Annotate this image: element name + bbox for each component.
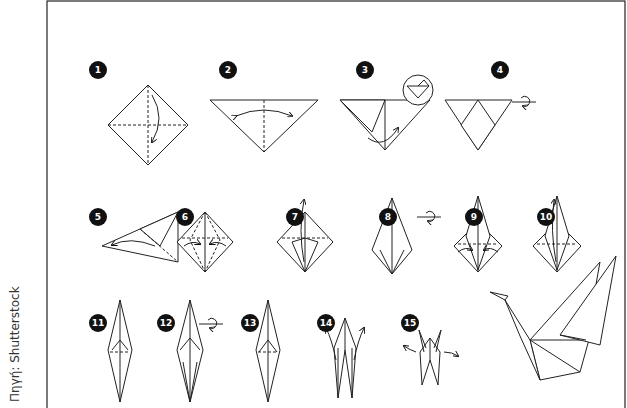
step-number: 6 xyxy=(176,208,194,226)
step-number: 10 xyxy=(537,208,555,226)
step-1-figure xyxy=(108,85,188,165)
step-number: 15 xyxy=(401,314,419,332)
step-9-figure xyxy=(454,196,502,272)
step-8-figure xyxy=(372,198,441,274)
step-7-figure xyxy=(277,200,333,272)
step-3-figure xyxy=(340,75,433,150)
step-13-figure xyxy=(256,300,280,402)
step-4-figure xyxy=(445,96,536,150)
step-number: 14 xyxy=(317,314,335,332)
step-number: 3 xyxy=(356,61,374,79)
step-5-figure xyxy=(102,212,178,262)
crane-figure xyxy=(490,256,616,380)
step-number: 9 xyxy=(465,208,483,226)
step-10-figure xyxy=(533,196,581,272)
step-number: 8 xyxy=(379,208,397,226)
source-credit: Πηγή: Shutterstock xyxy=(8,286,22,402)
step-number: 5 xyxy=(89,208,107,226)
step-number: 13 xyxy=(241,314,259,332)
step-number: 4 xyxy=(491,61,509,79)
step-number: 11 xyxy=(89,314,107,332)
step-14-figure xyxy=(326,318,364,398)
step-number: 7 xyxy=(286,208,304,226)
step-number: 12 xyxy=(157,314,175,332)
frame xyxy=(47,1,625,408)
step-number: 1 xyxy=(89,61,107,79)
step-15-figure xyxy=(404,330,458,385)
step-2-figure xyxy=(210,100,318,152)
step-number: 2 xyxy=(219,61,237,79)
step-11-figure xyxy=(108,300,132,402)
step-12-figure xyxy=(177,300,223,402)
